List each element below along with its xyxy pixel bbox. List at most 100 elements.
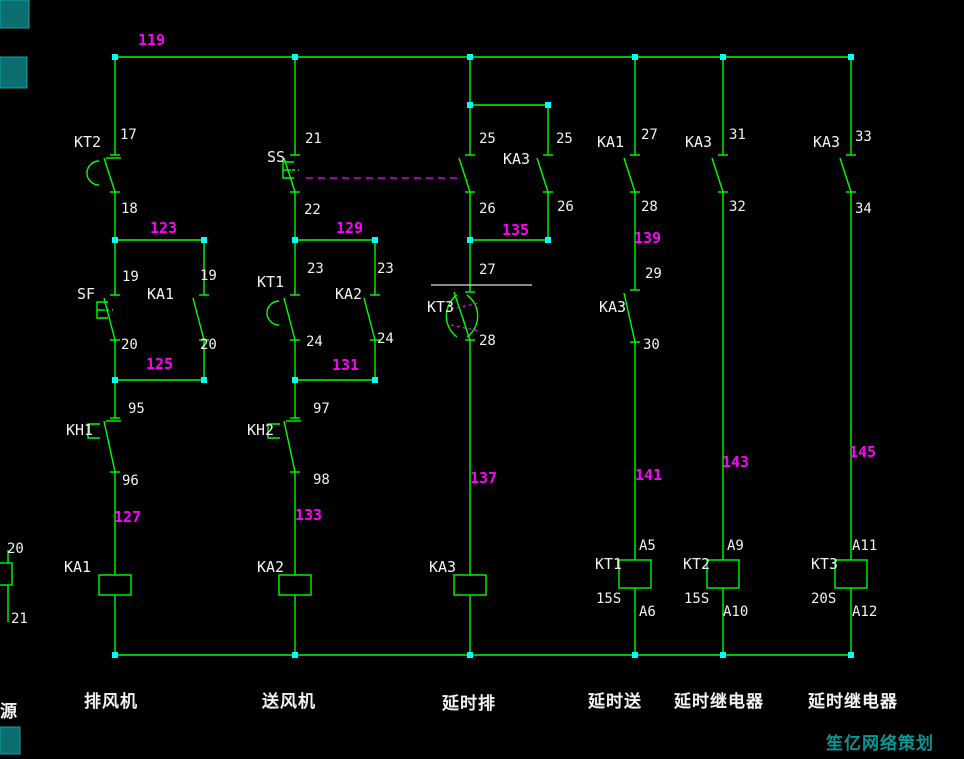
terminal-a6: A6	[639, 604, 656, 620]
terminal-20-right: 20	[200, 337, 217, 353]
label-ka2-contact: KA2	[335, 285, 363, 303]
label-ka3-c6: KA3	[813, 133, 841, 151]
label-ka1-contact: KA1	[147, 285, 175, 303]
label-ka3-coil: KA3	[429, 558, 457, 576]
label-ka3-parallel: KA3	[503, 150, 531, 168]
terminal-96: 96	[122, 473, 139, 489]
terminal-24-right: 24	[377, 331, 394, 347]
terminal-34: 34	[855, 201, 872, 217]
terminal-97: 97	[313, 401, 330, 417]
label-ka3-c5: KA3	[685, 133, 713, 151]
frame-fragments	[0, 0, 30, 755]
terminal-25-left: 25	[479, 131, 496, 147]
label-ka3-c4: KA3	[599, 298, 627, 316]
terminal-a5: A5	[639, 538, 656, 554]
wire-number-143: 143	[722, 453, 750, 471]
label-kt3-coil: KT3	[811, 555, 839, 573]
branch-delayed-exhaust	[431, 57, 553, 655]
kt2-timer-coil	[706, 559, 740, 589]
label-ka2-coil: KA2	[257, 558, 285, 576]
ka3-no-contact-3	[839, 154, 856, 193]
ka1-no-contact	[623, 154, 640, 193]
label-kt3-contact: KT3	[427, 298, 455, 316]
terminal-27-c4: 27	[641, 127, 658, 143]
terminal-23-right: 23	[377, 261, 394, 277]
ka3-coil	[453, 574, 487, 596]
watermark-text: 笙亿网络策划	[826, 734, 934, 754]
terminal-20-edge: 20	[7, 541, 24, 557]
label-kt2: KT2	[74, 133, 102, 151]
caption-time-relay-2: 延时继电器	[808, 692, 898, 712]
kt3-timer-coil	[834, 559, 868, 589]
label-kt1-contact: KT1	[257, 273, 285, 291]
wire-number-145: 145	[849, 443, 877, 461]
terminal-a10: A10	[723, 604, 749, 620]
caption-exhaust-fan: 排风机	[84, 692, 138, 712]
label-kt1-coil: KT1	[595, 555, 623, 573]
linked-no-contact	[458, 154, 475, 193]
frame-fragment-top2	[0, 56, 28, 89]
branch-delayed-supply	[618, 57, 652, 655]
terminal-19-left: 19	[122, 269, 139, 285]
caption-source-fragment: 源	[0, 702, 18, 722]
terminal-a11: A11	[852, 538, 878, 554]
terminal-21: 21	[305, 131, 322, 147]
caption-delayed-supply: 延时送	[588, 692, 642, 712]
terminal-20-left: 20	[121, 337, 138, 353]
ss-operator-symbol	[282, 161, 299, 179]
label-kh1: KH1	[66, 421, 94, 439]
caption-time-relay-1: 延时继电器	[674, 692, 764, 712]
terminal-a9: A9	[727, 538, 744, 554]
frame-fragment-bottom	[0, 726, 21, 755]
ka3-no-contact-2	[711, 154, 728, 193]
terminal-31: 31	[729, 127, 746, 143]
ka1-coil	[98, 574, 132, 596]
terminal-98: 98	[313, 472, 330, 488]
terminal-28-c4: 28	[641, 199, 658, 215]
ka3-no-contact	[623, 289, 640, 343]
caption-supply-fan: 送风机	[262, 692, 316, 712]
ka2-coil	[278, 574, 312, 596]
label-ss: SS	[267, 148, 286, 166]
terminal-22: 22	[304, 202, 321, 218]
terminal-25-right: 25	[556, 131, 573, 147]
terminal-18: 18	[121, 201, 138, 217]
label-ka1-coil: KA1	[64, 558, 92, 576]
left-edge-partial-device	[0, 550, 13, 622]
wire-number-123: 123	[150, 219, 178, 237]
terminal-17: 17	[120, 127, 137, 143]
setting-20s-kt3: 20S	[811, 591, 837, 607]
branch-exhaust-fan	[86, 57, 209, 655]
terminal-30: 30	[643, 337, 660, 353]
wire-number-139: 139	[634, 229, 662, 247]
wire-number-133: 133	[295, 506, 323, 524]
terminal-29: 29	[645, 266, 662, 282]
terminal-24-left: 24	[306, 334, 323, 350]
terminal-26-right: 26	[557, 199, 574, 215]
terminal-95: 95	[128, 401, 145, 417]
branch-supply-fan	[266, 57, 459, 655]
terminal-27-c3: 27	[479, 262, 496, 278]
label-kt2-coil: KT2	[683, 555, 711, 573]
terminal-28-c3: 28	[479, 333, 496, 349]
ka2-seal-no-contact	[363, 240, 380, 380]
label-kh2: KH2	[247, 421, 275, 439]
terminal-19-right: 19	[200, 268, 217, 284]
kt3-delay-contact	[445, 291, 480, 341]
terminal-32: 32	[729, 199, 746, 215]
frame-fragment-top1	[0, 0, 30, 29]
label-ka1-c4: KA1	[597, 133, 625, 151]
wire-number-119: 119	[138, 31, 166, 49]
wire-number-135: 135	[502, 221, 530, 239]
label-sf: SF	[77, 285, 96, 303]
terminal-23-left: 23	[307, 261, 324, 277]
wire-number-129: 129	[336, 219, 364, 237]
ka3-parallel-no-contact	[536, 105, 553, 240]
sf-operator-symbol	[96, 301, 113, 319]
ss-pushbutton-contact	[282, 154, 300, 193]
sf-pushbutton-contact	[96, 294, 120, 341]
wire-number-131: 131	[332, 356, 360, 374]
ka1-seal-no-contact	[192, 240, 209, 380]
